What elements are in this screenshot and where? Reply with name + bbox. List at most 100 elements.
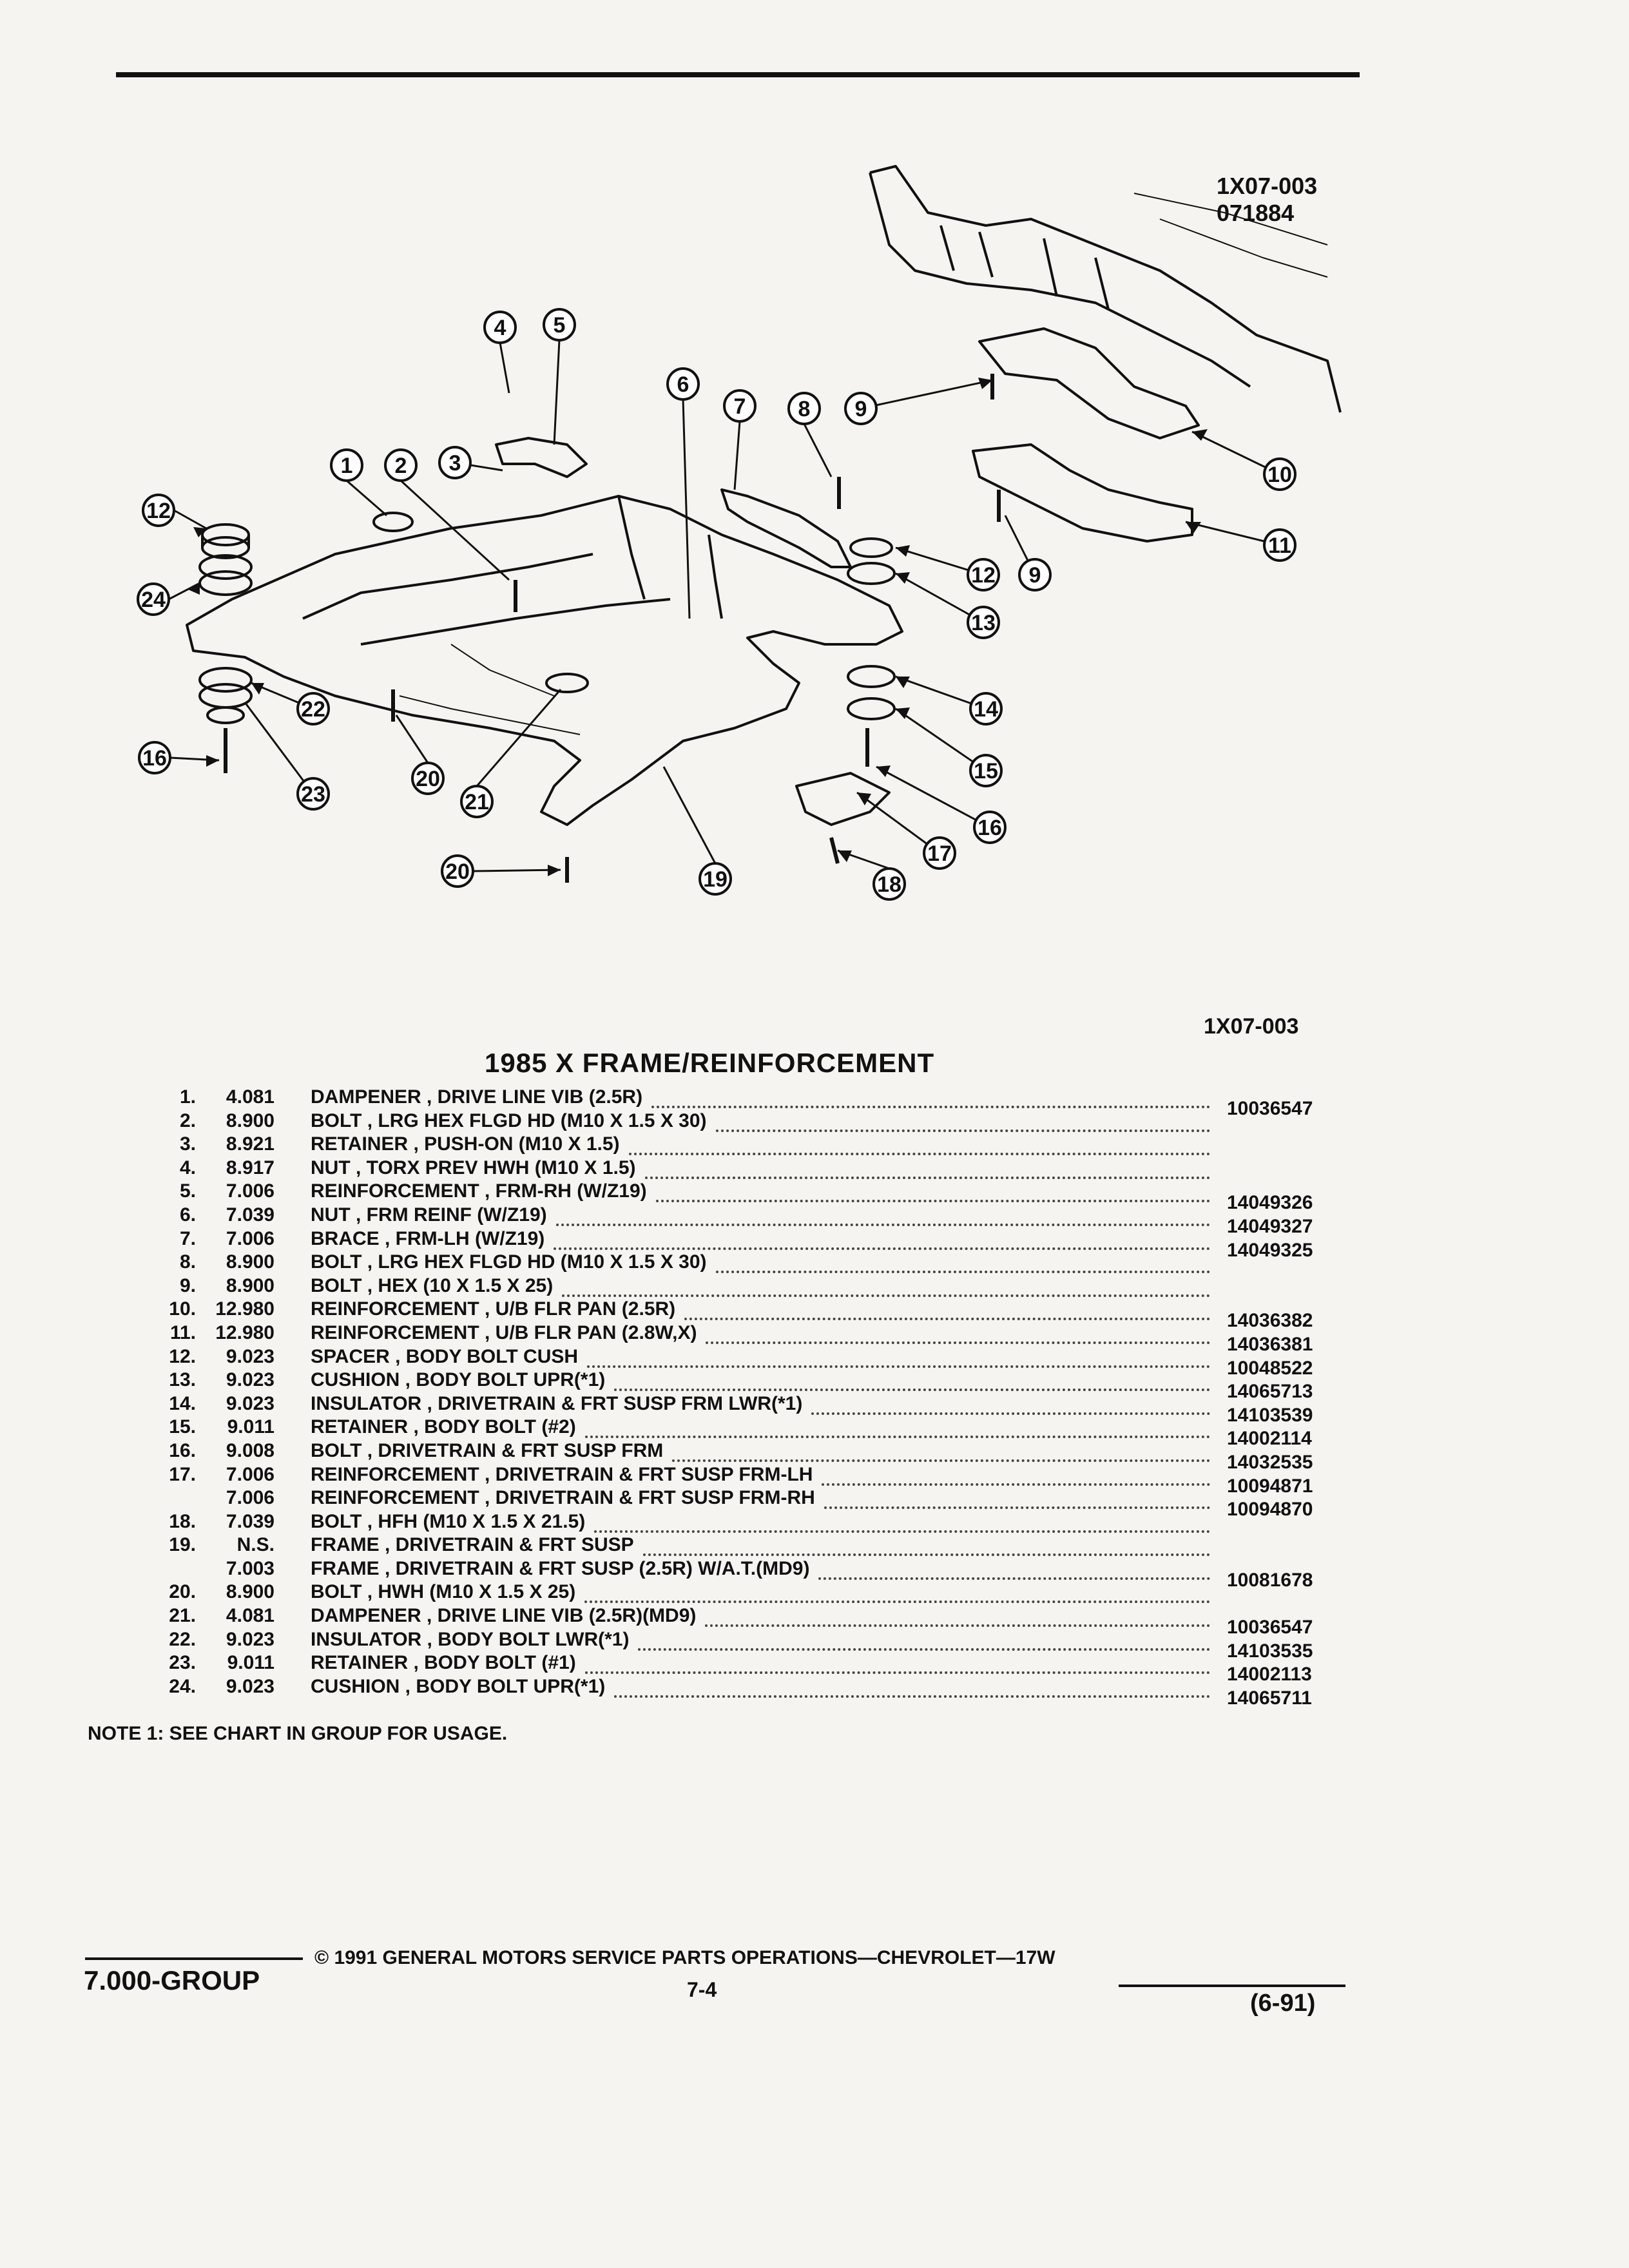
callout-circle	[666, 367, 700, 401]
leader-dots	[554, 1245, 1210, 1250]
parts-row: 19.N.S.FRAME , DRIVETRAIN & FRT SUSP	[140, 1534, 1365, 1558]
callout-label: 13	[971, 611, 996, 635]
copyright-line: © 1991 GENERAL MOTORS SERVICE PARTS OPER…	[314, 1947, 1055, 1968]
callout-circle	[923, 836, 956, 870]
part-number: 10094870	[1227, 1499, 1313, 1521]
group-number: 7.039	[226, 1510, 275, 1532]
group-number: 7.006	[226, 1180, 275, 1202]
group-number: 7.003	[226, 1557, 275, 1579]
top-rule	[116, 72, 1360, 77]
callout-9: 9	[1018, 558, 1052, 591]
leader-dots	[585, 1433, 1210, 1439]
group-number: 9.023	[226, 1345, 275, 1367]
part-description: CUSHION , BODY BOLT UPR(*1)	[311, 1369, 606, 1391]
part-description: REINFORCEMENT , FRM-RH (W/Z19)	[311, 1180, 647, 1202]
part-description: REINFORCEMENT , DRIVETRAIN & FRT SUSP FR…	[311, 1487, 815, 1509]
leader-dots	[614, 1386, 1210, 1392]
leader-dots	[585, 1669, 1210, 1675]
leader-dots	[684, 1315, 1210, 1321]
callout-label: 1	[341, 454, 353, 478]
footer-rule-left	[85, 1957, 303, 1960]
group-number: 9.011	[227, 1652, 275, 1674]
item-number: 14.	[169, 1392, 196, 1414]
part-description: BOLT , LRG HEX FLGD HD (M10 X 1.5 X 30)	[311, 1110, 707, 1131]
callout-label: 15	[974, 759, 998, 783]
leader-dots	[594, 1528, 1210, 1533]
part-description: DAMPENER , DRIVE LINE VIB (2.5R)(MD9)	[311, 1605, 697, 1627]
group-number: 4.081	[226, 1086, 275, 1108]
part-description: BOLT , LRG HEX FLGD HD (M10 X 1.5 X 30)	[311, 1251, 707, 1273]
callout-circle	[699, 862, 732, 896]
callout-label: 23	[301, 782, 325, 807]
page-title: 1985 X FRAME/REINFORCEMENT	[485, 1048, 935, 1078]
item-number: 6.	[179, 1204, 196, 1225]
group-number: 9.011	[227, 1416, 275, 1438]
callout-label: 22	[301, 697, 325, 722]
callout-4: 4	[483, 311, 517, 344]
callout-label: 9	[1029, 563, 1041, 588]
callout-label: 8	[798, 397, 811, 421]
leader-dots	[638, 1646, 1210, 1651]
group-number: 7.006	[226, 1227, 275, 1249]
leader-dots	[716, 1127, 1210, 1132]
callout-14: 14	[969, 692, 1003, 726]
part-description: REINFORCEMENT , DRIVETRAIN & FRT SUSP FR…	[311, 1463, 813, 1485]
callout-19: 19	[699, 862, 732, 896]
group-number: 4.081	[226, 1605, 275, 1627]
callout-12: 12	[142, 494, 175, 527]
callout-18: 18	[872, 867, 906, 901]
callout-circle	[872, 867, 906, 901]
part-number: 10048522	[1227, 1357, 1313, 1379]
callout-20: 20	[441, 854, 474, 888]
part-number: 14036381	[1227, 1333, 1313, 1355]
callout-circle	[1263, 528, 1296, 562]
group-number: 8.921	[226, 1133, 275, 1155]
part-description: REINFORCEMENT , U/B FLR PAN (2.5R)	[311, 1298, 676, 1320]
leader-dots	[818, 1575, 1210, 1580]
group-number: 8.900	[226, 1581, 275, 1603]
callout-circle	[967, 558, 1000, 591]
part-description: FRAME , DRIVETRAIN & FRT SUSP	[311, 1534, 634, 1556]
leader-dots	[656, 1197, 1210, 1203]
item-number: 17.	[169, 1463, 196, 1485]
footer-rule-right	[1119, 1984, 1345, 1987]
callout-circle	[973, 811, 1007, 844]
callout-circle	[723, 389, 757, 423]
group-number: 12.980	[215, 1298, 275, 1320]
callout-label: 12	[971, 563, 996, 588]
part-number: 14065713	[1227, 1381, 1313, 1403]
callout-circle	[384, 448, 418, 482]
part-number: 10081678	[1227, 1569, 1313, 1591]
callout-label: 11	[1268, 533, 1291, 558]
part-description: SPACER , BODY BOLT CUSH	[311, 1345, 579, 1367]
group-number: 8.917	[226, 1157, 275, 1178]
part-description: REINFORCEMENT , U/B FLR PAN (2.8W,X)	[311, 1321, 697, 1343]
callout-circle	[969, 692, 1003, 726]
group-label: 7.000-GROUP	[84, 1965, 260, 1995]
callout-circle	[138, 741, 171, 774]
callout-label: 12	[146, 499, 171, 523]
part-number: 14049327	[1227, 1215, 1313, 1237]
leader-dots	[562, 1292, 1210, 1297]
callout-label: 19	[703, 867, 728, 892]
callout-circle	[1018, 558, 1052, 591]
part-description: BOLT , HFH (M10 X 1.5 X 21.5)	[311, 1510, 586, 1532]
callout-label: 17	[927, 841, 952, 866]
part-description: BOLT , DRIVETRAIN & FRT SUSP FRM	[311, 1439, 664, 1461]
callout-label: 4	[494, 316, 506, 340]
item-number: 2.	[179, 1110, 196, 1131]
leader-dots	[651, 1103, 1210, 1108]
callout-5: 5	[543, 308, 576, 341]
callout-11: 11	[1263, 528, 1296, 562]
item-number: 4.	[179, 1157, 196, 1178]
callout-label: 24	[141, 588, 166, 612]
callout-15: 15	[969, 754, 1003, 787]
part-number: 14049325	[1227, 1239, 1313, 1261]
callout-label: 6	[677, 372, 689, 397]
